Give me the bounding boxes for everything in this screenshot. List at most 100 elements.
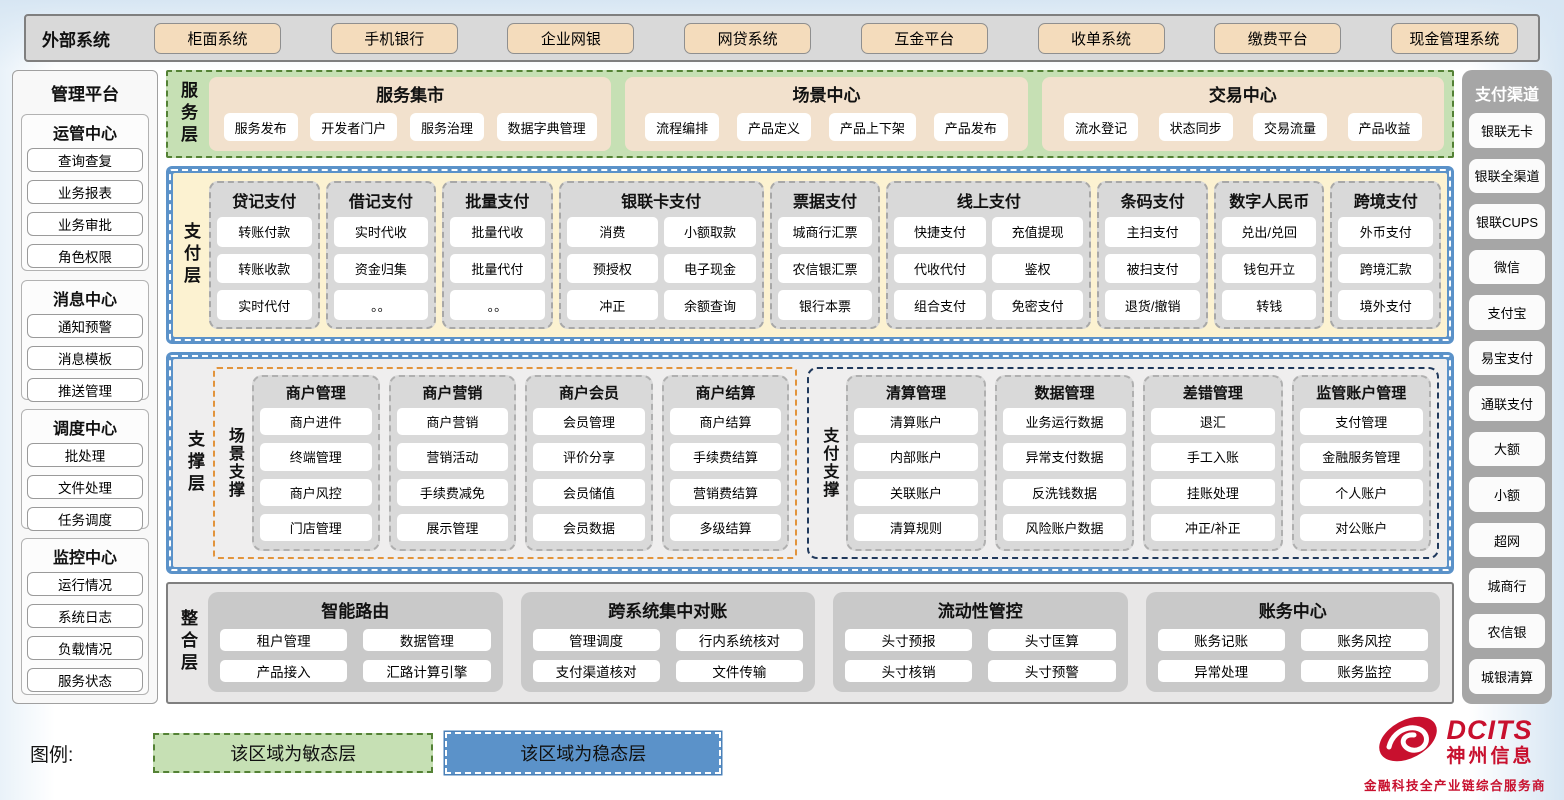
external-system-button[interactable]: 柜面系统	[154, 22, 281, 54]
payment-item-button[interactable]: 消费	[566, 217, 659, 247]
service-item-button[interactable]: 产品发布	[933, 113, 1008, 141]
management-item-button[interactable]: 文件处理	[27, 475, 143, 499]
service-item-button[interactable]: 交易流量	[1253, 113, 1328, 141]
integration-item-button[interactable]: 头寸核销	[845, 660, 973, 682]
management-item-button[interactable]: 通知预警	[27, 313, 143, 338]
external-system-button[interactable]: 收单系统	[1037, 22, 1165, 54]
management-item-button[interactable]: 批处理	[27, 443, 143, 467]
management-item-button[interactable]: 查询查复	[27, 148, 143, 172]
support-item-button[interactable]: 商户风控	[260, 478, 372, 506]
payment-channel-button[interactable]: 银联全渠道	[1469, 158, 1545, 194]
payment-item-button[interactable]: 快捷支付	[894, 217, 986, 247]
service-item-button[interactable]: 产品收益	[1347, 113, 1422, 141]
payment-item-button[interactable]: 转账付款	[217, 217, 312, 247]
external-system-button[interactable]: 网贷系统	[684, 22, 812, 54]
service-item-button[interactable]: 流水登记	[1064, 113, 1139, 141]
payment-channel-button[interactable]: 小额	[1469, 477, 1545, 512]
payment-item-button[interactable]: 兑出/兑回	[1221, 217, 1317, 247]
integration-item-button[interactable]: 管理调度	[532, 629, 660, 651]
payment-channel-button[interactable]: 支付宝	[1469, 295, 1545, 330]
integration-item-button[interactable]: 数据管理	[363, 629, 491, 651]
payment-item-button[interactable]: 境外支付	[1338, 290, 1434, 320]
service-item-button[interactable]: 产品上下架	[828, 113, 916, 141]
integration-item-button[interactable]: 异常处理	[1157, 660, 1285, 682]
payment-item-button[interactable]: 组合支付	[894, 290, 986, 320]
support-item-button[interactable]: 商户结算	[669, 408, 782, 436]
management-item-button[interactable]: 业务报表	[27, 180, 143, 204]
payment-item-button[interactable]: 主扫支付	[1105, 217, 1200, 247]
payment-item-button[interactable]: 跨境汇款	[1338, 253, 1434, 284]
payment-item-button[interactable]: 被扫支付	[1105, 253, 1200, 284]
payment-channel-button[interactable]: 农信银	[1469, 613, 1545, 649]
integration-item-button[interactable]: 产品接入	[220, 660, 348, 682]
payment-item-button[interactable]: 冲正	[566, 290, 659, 320]
integration-item-button[interactable]: 文件传输	[675, 660, 803, 682]
management-item-button[interactable]: 系统日志	[27, 604, 143, 629]
integration-item-button[interactable]: 头寸预警	[988, 660, 1116, 682]
support-item-button[interactable]: 营销活动	[396, 443, 509, 471]
support-item-button[interactable]: 清算账户	[854, 408, 978, 436]
external-system-button[interactable]: 现金管理系统	[1390, 22, 1518, 54]
support-item-button[interactable]: 商户进件	[260, 408, 372, 436]
payment-item-button[interactable]: 实时代收	[333, 217, 429, 247]
integration-item-button[interactable]: 账务监控	[1300, 660, 1428, 682]
service-item-button[interactable]: 数据字典管理	[496, 113, 597, 141]
management-item-button[interactable]: 推送管理	[27, 377, 143, 402]
service-item-button[interactable]: 流程编排	[645, 113, 720, 141]
support-item-button[interactable]: 个人账户	[1299, 478, 1423, 506]
payment-channel-button[interactable]: 城商行	[1469, 568, 1545, 603]
management-item-button[interactable]: 角色权限	[27, 244, 143, 268]
payment-item-button[interactable]: 小额取款	[664, 217, 756, 247]
management-item-button[interactable]: 消息模板	[27, 345, 143, 370]
support-item-button[interactable]: 展示管理	[396, 513, 509, 541]
support-item-button[interactable]: 挂账处理	[1151, 478, 1275, 506]
payment-channel-button[interactable]: 通联支付	[1469, 386, 1545, 421]
support-item-button[interactable]: 会员储值	[533, 478, 645, 506]
support-item-button[interactable]: 金融服务管理	[1299, 443, 1423, 471]
payment-item-button[interactable]: 钱包开立	[1221, 253, 1317, 284]
integration-item-button[interactable]: 头寸预报	[845, 629, 973, 651]
management-item-button[interactable]: 运行情况	[27, 572, 143, 597]
payment-item-button[interactable]: 电子现金	[664, 253, 756, 284]
payment-channel-button[interactable]: 超网	[1469, 522, 1545, 558]
support-item-button[interactable]: 手续费结算	[669, 443, 782, 471]
payment-item-button[interactable]: 资金归集	[333, 253, 429, 284]
payment-item-button[interactable]: 转账收款	[217, 253, 312, 284]
support-item-button[interactable]: 商户营销	[396, 408, 509, 436]
support-item-button[interactable]: 反洗钱数据	[1002, 478, 1127, 506]
service-item-button[interactable]: 状态同步	[1158, 113, 1233, 141]
support-item-button[interactable]: 门店管理	[260, 513, 372, 541]
integration-item-button[interactable]: 行内系统核对	[675, 629, 803, 651]
support-item-button[interactable]: 对公账户	[1299, 513, 1423, 541]
support-item-button[interactable]: 多级结算	[669, 513, 782, 541]
payment-item-button[interactable]: 批量代收	[450, 217, 545, 247]
support-item-button[interactable]: 终端管理	[260, 443, 372, 471]
payment-item-button[interactable]: 余额查询	[664, 290, 756, 320]
payment-item-button[interactable]: 银行本票	[777, 290, 873, 320]
integration-item-button[interactable]: 支付渠道核对	[532, 660, 660, 682]
payment-item-button[interactable]: 代收代付	[894, 253, 986, 284]
payment-item-button[interactable]: 。。	[450, 290, 545, 320]
integration-item-button[interactable]: 租户管理	[220, 629, 348, 651]
support-item-button[interactable]: 会员管理	[533, 408, 645, 436]
support-item-button[interactable]: 业务运行数据	[1002, 408, 1127, 436]
integration-item-button[interactable]: 汇路计算引擎	[363, 660, 491, 682]
payment-item-button[interactable]: 鉴权	[991, 253, 1084, 284]
payment-item-button[interactable]: 外币支付	[1338, 217, 1434, 247]
support-item-button[interactable]: 营销费结算	[669, 478, 782, 506]
integration-item-button[interactable]: 头寸匡算	[988, 629, 1116, 651]
integration-item-button[interactable]: 账务风控	[1300, 629, 1428, 651]
support-item-button[interactable]: 风险账户数据	[1002, 513, 1127, 541]
external-system-button[interactable]: 缴费平台	[1214, 22, 1342, 54]
payment-item-button[interactable]: 农信银汇票	[777, 253, 873, 284]
payment-item-button[interactable]: 实时代付	[217, 290, 312, 320]
payment-item-button[interactable]: 充值提现	[991, 217, 1084, 247]
support-item-button[interactable]: 清算规则	[854, 513, 978, 541]
support-item-button[interactable]: 评价分享	[533, 443, 645, 471]
payment-channel-button[interactable]: 易宝支付	[1469, 340, 1545, 376]
support-item-button[interactable]: 手续费减免	[396, 478, 509, 506]
payment-item-button[interactable]: 退货/撤销	[1105, 290, 1200, 320]
payment-item-button[interactable]: 批量代付	[450, 253, 545, 284]
external-system-button[interactable]: 互金平台	[860, 22, 988, 54]
payment-item-button[interactable]: 免密支付	[991, 290, 1084, 320]
